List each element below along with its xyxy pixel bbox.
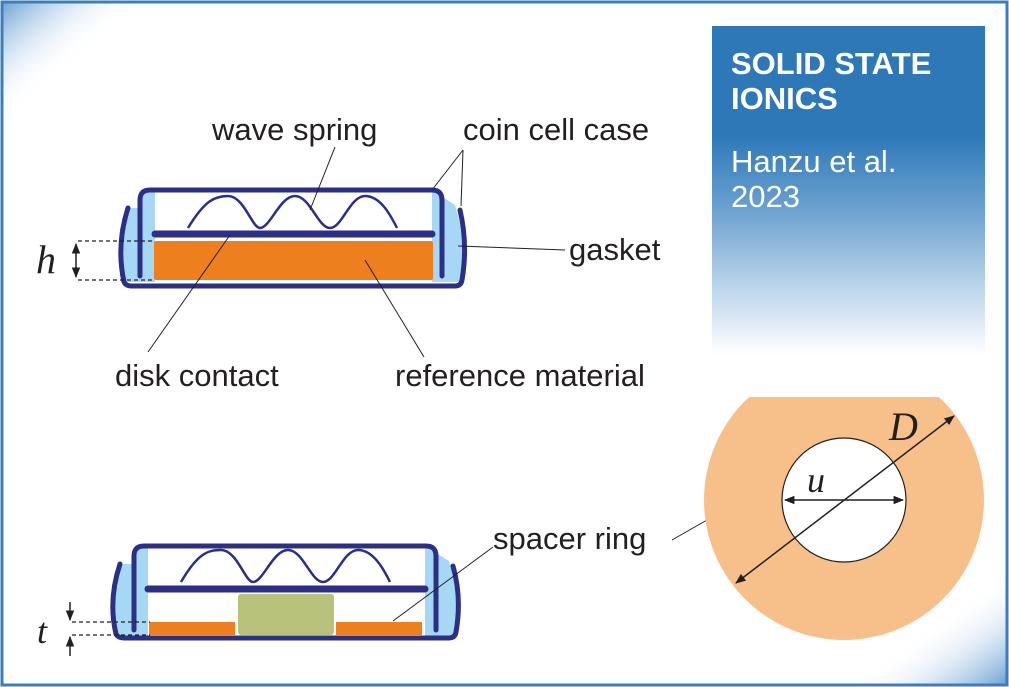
wave-spring <box>186 194 399 230</box>
citation-year: 2023 <box>731 179 800 214</box>
leader-coin-cell-case-2 <box>460 149 464 207</box>
corner-gradient-top-left <box>3 3 133 113</box>
symbol-u: u <box>807 460 825 500</box>
reference-material-block <box>154 241 433 280</box>
D-dimension-arrow <box>735 415 955 584</box>
coin-cell-top <box>71 187 468 289</box>
leader-spacer-ring <box>392 546 494 622</box>
label-gasket: gasket <box>569 232 661 267</box>
spacer-ring-left <box>149 622 235 635</box>
label-reference-material: reference material <box>395 358 645 393</box>
citation-authors: Hanzu et al. <box>731 144 897 179</box>
top-case <box>137 187 445 279</box>
sample-block <box>238 594 334 635</box>
ring-clip-cover <box>690 355 1000 397</box>
leader-disk-contact <box>147 234 231 353</box>
journal-badge: SOLID STATE IONICS Hanzu et al. 2023 <box>712 26 985 356</box>
spacer-ring-right <box>336 622 422 635</box>
journal-citation: Hanzu et al. 2023 <box>731 144 896 214</box>
symbol-h: h <box>36 237 56 282</box>
bottom-case-lower <box>110 561 461 641</box>
label-disk-contact: disk contact <box>115 358 279 393</box>
leader-gasket <box>457 245 566 251</box>
journal-title: SOLID STATE IONICS <box>731 46 931 116</box>
symbol-t: t <box>37 611 48 651</box>
label-spacer-ring: spacer ring <box>493 521 647 556</box>
leader-coin-cell-case-1 <box>431 149 464 191</box>
leader-reference-material <box>364 259 425 358</box>
label-wave-spring: wave spring <box>212 112 378 147</box>
bottom-case <box>118 205 468 289</box>
coin-cell-bottom <box>65 543 461 656</box>
top-case-lower <box>131 543 439 633</box>
wave-spring-lower <box>179 548 392 584</box>
label-coin-cell-case: coin cell case <box>463 112 650 147</box>
gasket-left-bottom <box>113 546 148 636</box>
journal-title-line-2: IONICS <box>731 81 838 116</box>
gasket-right-bottom <box>425 546 457 636</box>
symbol-D: D <box>889 404 918 449</box>
leader-wave-spring <box>309 146 336 211</box>
gasket-right <box>432 190 463 282</box>
journal-title-line-1: SOLID STATE <box>731 46 932 81</box>
spacer-ring-top-view <box>690 355 1000 640</box>
leader-spacer-ring-top-view <box>671 519 708 541</box>
